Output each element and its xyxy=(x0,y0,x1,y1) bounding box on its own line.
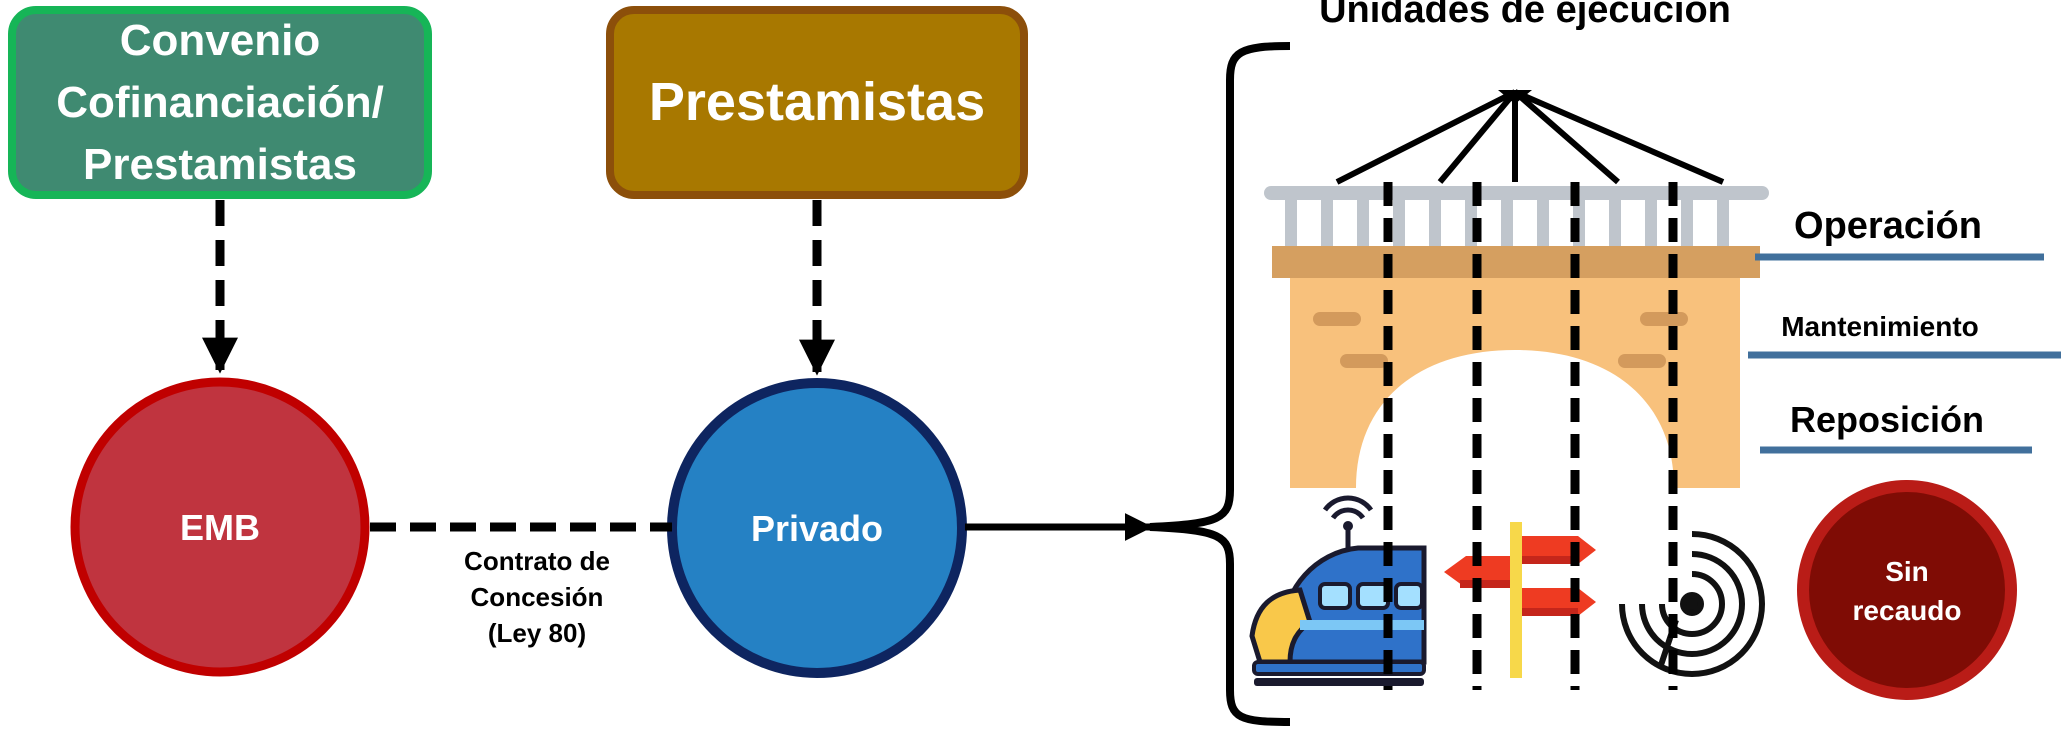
emb-node: EMB xyxy=(70,377,370,677)
bridge-stone xyxy=(1618,354,1666,368)
reposicion-label: Reposición xyxy=(1790,399,1984,440)
prestamistas-box-shape xyxy=(606,6,1028,199)
sin-recaudo-node: Sin recaudo xyxy=(1797,480,2017,700)
bridge-stone xyxy=(1340,354,1388,368)
mantenimiento-label: Mantenimiento xyxy=(1781,311,1979,342)
reposicion-label-group: Reposición xyxy=(1760,399,2032,454)
operacion-label-group: Operación xyxy=(1755,205,2044,261)
convenio-label-line2: Cofinanciación/ xyxy=(56,78,384,127)
convenio-label-line3: Prestamistas xyxy=(83,140,357,189)
execution-units-title: Unidades de ejecución xyxy=(1319,0,1731,31)
contract-label-line3: (Ley 80) xyxy=(488,618,586,648)
bridge-stone xyxy=(1313,312,1361,326)
bridge-railing-posts xyxy=(1285,198,1729,246)
contract-label-line2: Concesión xyxy=(471,582,604,612)
convenio-label-line1: Convenio xyxy=(120,16,320,65)
signal-waves-icon xyxy=(1619,531,1765,677)
operacion-label: Operación xyxy=(1794,205,1982,247)
bridge-stone xyxy=(1640,312,1688,326)
contract-label-line1: Contrato de xyxy=(464,546,610,576)
execution-units-brace xyxy=(1149,42,1291,726)
prestamistas-label: Prestamistas xyxy=(649,72,985,132)
emb-circle xyxy=(70,377,370,677)
sin-recaudo-label-line1: Sin xyxy=(1885,556,1929,587)
bridge-icon xyxy=(1264,186,1769,488)
bridge-railing-top xyxy=(1264,186,1769,200)
emb-label: EMB xyxy=(180,507,260,548)
bridge-deck xyxy=(1272,246,1760,278)
sin-recaudo-label-line2: recaudo xyxy=(1853,595,1962,626)
sin-recaudo-circle xyxy=(1797,480,2017,700)
bridge-arch xyxy=(1290,278,1740,488)
mantenimiento-label-group: Mantenimiento xyxy=(1748,311,2061,359)
execution-dashed-lines xyxy=(1383,182,1678,690)
prestamistas-box: Prestamistas xyxy=(606,6,1028,199)
train-wifi-icon xyxy=(1249,495,1427,686)
privado-label: Privado xyxy=(751,508,883,549)
fan-apex-arrowhead xyxy=(1498,90,1532,104)
convenio-box: Convenio Cofinanciación/ Prestamistas xyxy=(8,6,432,199)
contract-label: Contrato de Concesión (Ley 80) xyxy=(464,546,610,648)
privado-node: Privado xyxy=(667,378,967,678)
fan-lines xyxy=(1335,89,1725,185)
convenio-box-shape xyxy=(8,6,432,199)
